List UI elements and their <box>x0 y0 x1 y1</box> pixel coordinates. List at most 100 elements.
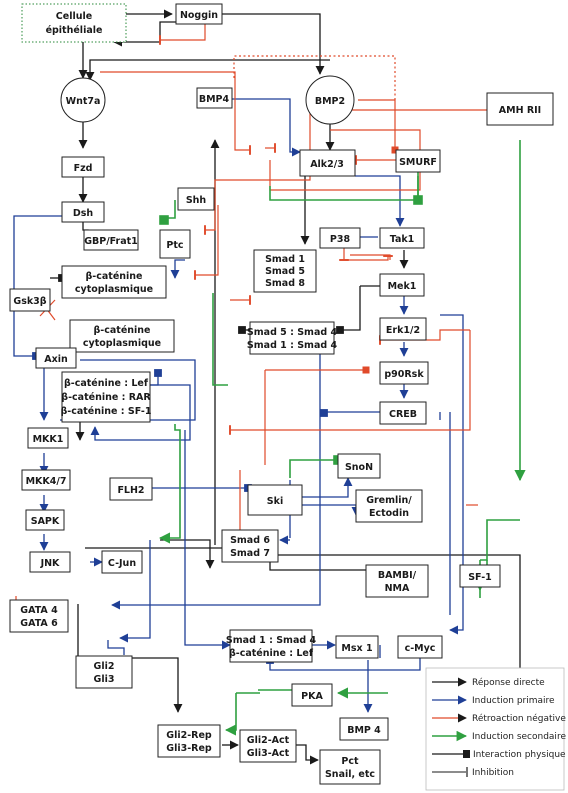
node-gsk: Gsk3β <box>9 288 51 312</box>
svg-text:Gli2-Rep: Gli2-Rep <box>166 730 212 741</box>
node-ptc: Ptc <box>159 229 191 259</box>
node-jnk: JNK <box>29 551 71 573</box>
node-mek1: Mek1 <box>379 273 425 297</box>
svg-text:Msx 1: Msx 1 <box>341 643 372 654</box>
svg-text:Gli2-Act: Gli2-Act <box>247 735 290 746</box>
legend-item-inhibition: Inhibition <box>432 767 514 778</box>
svg-text:Wnt7a: Wnt7a <box>66 96 101 107</box>
svg-text:P38: P38 <box>330 234 351 245</box>
svg-text:Smad 1 : Smad 4: Smad 1 : Smad 4 <box>226 635 317 646</box>
svg-text:Rétroaction négative: Rétroaction négative <box>472 713 566 724</box>
node-cmyc: c-Myc <box>397 635 443 659</box>
svg-text:β-caténine : Lef: β-caténine : Lef <box>229 648 314 659</box>
node-sf1: SF-1 <box>459 564 501 588</box>
svg-text:Smad 5 : Smad 4: Smad 5 : Smad 4 <box>247 327 338 338</box>
node-noggin: Noggin <box>175 3 223 25</box>
node-alk: Alk2/3 <box>299 149 356 177</box>
svg-text:Ectodin: Ectodin <box>369 508 409 519</box>
legend-item-reponse-directe: Réponse directe <box>432 677 545 688</box>
node-cellule: Cellule épithéliale <box>21 3 127 43</box>
node-bcat-cyto2: β-caténine cytoplasmique <box>69 319 175 353</box>
node-bambi: BAMBI/ NMA <box>365 564 429 598</box>
node-label: Cellule <box>56 11 92 22</box>
svg-text:CREB: CREB <box>389 409 417 420</box>
svg-text:GATA 4: GATA 4 <box>20 605 58 616</box>
svg-text:MKK4/7: MKK4/7 <box>26 476 67 487</box>
node-smad-lef: Smad 1 : Smad 4 β-caténine : Lef <box>226 629 317 663</box>
node-mkk47: MKK4/7 <box>21 469 71 491</box>
node-smad158: Smad 1 Smad 5 Smad 8 <box>253 249 317 293</box>
node-smad67: Smad 6 Smad 7 <box>221 529 279 563</box>
node-bcat-tf: β-caténine : Lef β-caténine : RAR β-caté… <box>60 371 152 423</box>
svg-text:Tak1: Tak1 <box>390 234 415 245</box>
node-p90: p90Rsk <box>379 361 429 385</box>
svg-text:BMP2: BMP2 <box>315 96 345 107</box>
node-amhrii: AMH RII <box>486 92 554 126</box>
svg-text:SMURF: SMURF <box>399 157 437 168</box>
svg-text:Gli3-Rep: Gli3-Rep <box>166 743 212 754</box>
node-erk: Erk1/2 <box>379 317 427 341</box>
node-gata: GATA 4 GATA 6 <box>9 599 69 633</box>
svg-text:Gsk3β: Gsk3β <box>13 296 46 307</box>
svg-text:Dsh: Dsh <box>73 208 94 219</box>
node-axin: Axin <box>35 347 77 369</box>
node-bcat-cyto1: β-caténine cytoplasmique <box>61 265 167 299</box>
svg-text:β-caténine : RAR: β-caténine : RAR <box>61 392 151 403</box>
node-flh2: FLH2 <box>109 477 153 501</box>
svg-text:β-caténine : Lef: β-caténine : Lef <box>64 378 149 389</box>
svg-text:β-caténine : SF-1: β-caténine : SF-1 <box>60 406 151 417</box>
node-bmp4-top: BMP4 <box>196 87 233 109</box>
legend-item-interaction-physique: Interaction physique <box>432 750 566 760</box>
svg-text:cytoplasmique: cytoplasmique <box>83 338 161 349</box>
svg-text:p90Rsk: p90Rsk <box>384 369 424 380</box>
node-bmp2: BMP2 <box>305 75 355 125</box>
node-cjun: C-Jun <box>101 550 143 574</box>
node-gli23: Gli2 Gli3 <box>75 655 133 689</box>
svg-text:GBP/Frat1: GBP/Frat1 <box>84 236 138 247</box>
node-mkk1: MKK1 <box>27 427 69 449</box>
svg-text:Smad 1: Smad 1 <box>265 254 305 265</box>
svg-text:AMH RII: AMH RII <box>499 105 541 116</box>
node-msx1: Msx 1 <box>335 635 379 659</box>
node-gbp: GBP/Frat1 <box>83 229 139 251</box>
svg-text:Alk2/3: Alk2/3 <box>310 159 344 170</box>
svg-text:Erk1/2: Erk1/2 <box>386 325 420 336</box>
svg-text:SnoN: SnoN <box>345 462 373 473</box>
node-smurf: SMURF <box>395 149 441 173</box>
legend-item-retroaction-negative: Rétroaction négative <box>432 713 566 724</box>
legend-item-induction-secondaire: Induction secondaire <box>432 730 566 742</box>
svg-text:Pct: Pct <box>341 756 359 767</box>
node-gliact: Gli2-Act Gli3-Act <box>239 729 297 763</box>
svg-text:SF-1: SF-1 <box>468 572 492 583</box>
legend: Réponse directe Induction primaire Rétro… <box>425 667 566 791</box>
svg-text:Induction primaire: Induction primaire <box>472 696 555 706</box>
svg-text:Noggin: Noggin <box>180 10 218 21</box>
svg-text:C-Jun: C-Jun <box>108 558 136 569</box>
svg-text:PKA: PKA <box>301 691 323 702</box>
svg-text:Gli3: Gli3 <box>94 674 115 685</box>
node-label: épithéliale <box>46 25 103 36</box>
svg-text:Smad 7: Smad 7 <box>230 548 270 559</box>
svg-text:Gli2: Gli2 <box>94 661 115 672</box>
node-p38: P38 <box>319 227 361 249</box>
node-ski: Ski <box>247 484 303 516</box>
svg-text:Induction secondaire: Induction secondaire <box>472 732 566 742</box>
legend-item-induction-primaire: Induction primaire <box>432 695 555 706</box>
svg-text:Inhibition: Inhibition <box>472 768 514 778</box>
svg-text:Smad 8: Smad 8 <box>265 278 305 289</box>
svg-text:Smad 1 : Smad 4: Smad 1 : Smad 4 <box>247 340 338 351</box>
svg-text:Gli3-Act: Gli3-Act <box>247 748 290 759</box>
svg-text:MKK1: MKK1 <box>33 434 64 445</box>
svg-text:Axin: Axin <box>44 354 68 365</box>
svg-text:Snail, etc: Snail, etc <box>325 769 375 780</box>
svg-text:NMA: NMA <box>385 583 410 594</box>
svg-text:Shh: Shh <box>186 195 207 206</box>
svg-text:BMP4: BMP4 <box>199 94 230 105</box>
svg-text:BMP 4: BMP 4 <box>347 725 381 736</box>
node-wnt7a: Wnt7a <box>60 77 106 123</box>
svg-text:cytoplasmique: cytoplasmique <box>75 284 153 295</box>
node-pct: Pct Snail, etc <box>319 749 381 785</box>
node-sapk: SAPK <box>25 509 65 531</box>
svg-text:FLH2: FLH2 <box>117 485 144 496</box>
